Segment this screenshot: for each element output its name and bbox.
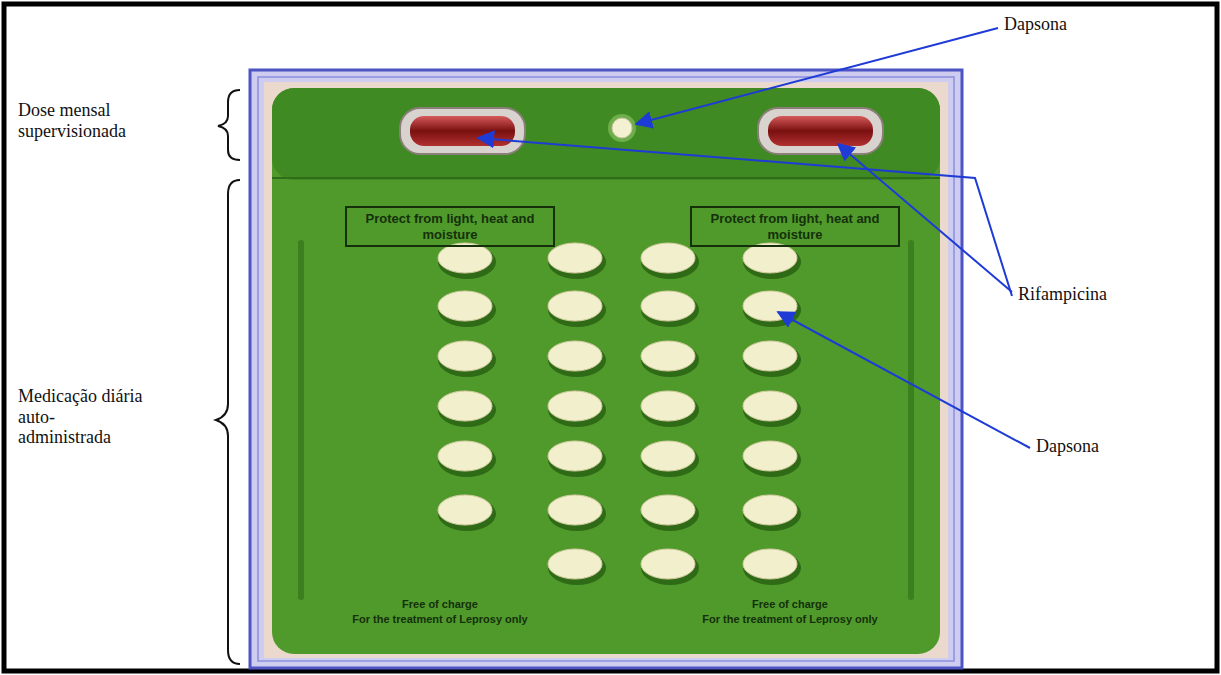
figure-frame: [4, 4, 1217, 671]
dapsone-pill: [641, 495, 695, 525]
pill-blister: [641, 341, 699, 377]
dapsone-pill: [438, 243, 492, 273]
pack-note: For the treatment of Leprosy only: [345, 613, 535, 626]
pill-blister: [641, 441, 699, 477]
capsule-blister: [400, 108, 525, 154]
pack-warning: Protect from light, heat and moisture: [690, 206, 900, 247]
pill-blister: [548, 391, 606, 427]
daily-pills: [438, 243, 801, 585]
pill-blister: [548, 243, 606, 279]
card-groove: [298, 240, 304, 600]
pill-blister: [548, 341, 606, 377]
bracket-label: Dose mensal supervisionada: [18, 100, 148, 141]
pill-blister: [743, 549, 801, 585]
dapsone-pill: [548, 341, 602, 371]
pill-blister: [743, 495, 801, 531]
pill-blister: [438, 391, 496, 427]
dapsone-pill: [641, 441, 695, 471]
pill-blister: [548, 441, 606, 477]
pill-blister: [743, 441, 801, 477]
dapsone-pill: [743, 549, 797, 579]
rifampicin-capsule: [410, 116, 515, 146]
dapsone-pill: [641, 243, 695, 273]
leader-arrow: [778, 312, 1030, 448]
capsule-blister: [758, 108, 883, 154]
dapsone-pill: [548, 291, 602, 321]
pack-warning: Protect from light, heat and moisture: [345, 206, 555, 247]
pack-note: Free of charge: [695, 598, 885, 611]
pill-blister: [641, 549, 699, 585]
pill-blister: [608, 114, 636, 142]
pack-note: For the treatment of Leprosy only: [695, 613, 885, 626]
rifampicin-capsule: [768, 116, 873, 146]
dapsone-pill: [612, 118, 632, 138]
dapsone-pill: [743, 291, 797, 321]
callout-label: Rifampicina: [1018, 284, 1107, 305]
dapsone-pill: [438, 341, 492, 371]
callout-label: Dapsona: [1004, 14, 1067, 35]
dapsone-pill: [743, 391, 797, 421]
dapsone-pill: [438, 495, 492, 525]
dapsone-pill: [548, 495, 602, 525]
pill-blister: [743, 291, 801, 327]
pill-blister: [641, 243, 699, 279]
card-groove: [908, 240, 914, 600]
pill-blister: [548, 291, 606, 327]
dapsone-pill: [641, 291, 695, 321]
dapsone-pill: [641, 341, 695, 371]
dapsone-pill: [438, 291, 492, 321]
callout-label: Dapsona: [1036, 436, 1099, 457]
pill-blister: [438, 441, 496, 477]
blister-card: [272, 88, 940, 654]
pill-blister: [641, 495, 699, 531]
pill-blister: [438, 341, 496, 377]
dapsone-pill: [641, 391, 695, 421]
dapsone-pill: [548, 441, 602, 471]
dapsone-pill: [438, 441, 492, 471]
dapsone-pill: [743, 495, 797, 525]
pill-blister: [438, 291, 496, 327]
leader-arrow: [636, 28, 998, 124]
dapsone-pill: [743, 441, 797, 471]
pill-blister: [743, 391, 801, 427]
pill-blister: [641, 391, 699, 427]
pill-blister: [438, 495, 496, 531]
bracket: [216, 180, 240, 664]
photo-border-inner: [258, 77, 954, 661]
pill-blister: [743, 341, 801, 377]
pill-blister: [641, 291, 699, 327]
dapsone-pill: [548, 549, 602, 579]
pill-blister: [548, 495, 606, 531]
bracket: [218, 90, 240, 160]
pack-note: Free of charge: [345, 598, 535, 611]
pill-blister: [743, 243, 801, 279]
pill-blister: [438, 243, 496, 279]
dapsone-pill: [743, 243, 797, 273]
dapsone-pill: [548, 391, 602, 421]
dapsone-pill: [438, 391, 492, 421]
pill-blister: [548, 549, 606, 585]
leader-arrow: [478, 138, 1012, 296]
dapsone-pill: [641, 549, 695, 579]
band-divider: [272, 177, 940, 179]
dapsone-pill: [743, 341, 797, 371]
dapsone-pill: [548, 243, 602, 273]
bracket-label: Medicação diária auto-administrada: [18, 386, 143, 448]
